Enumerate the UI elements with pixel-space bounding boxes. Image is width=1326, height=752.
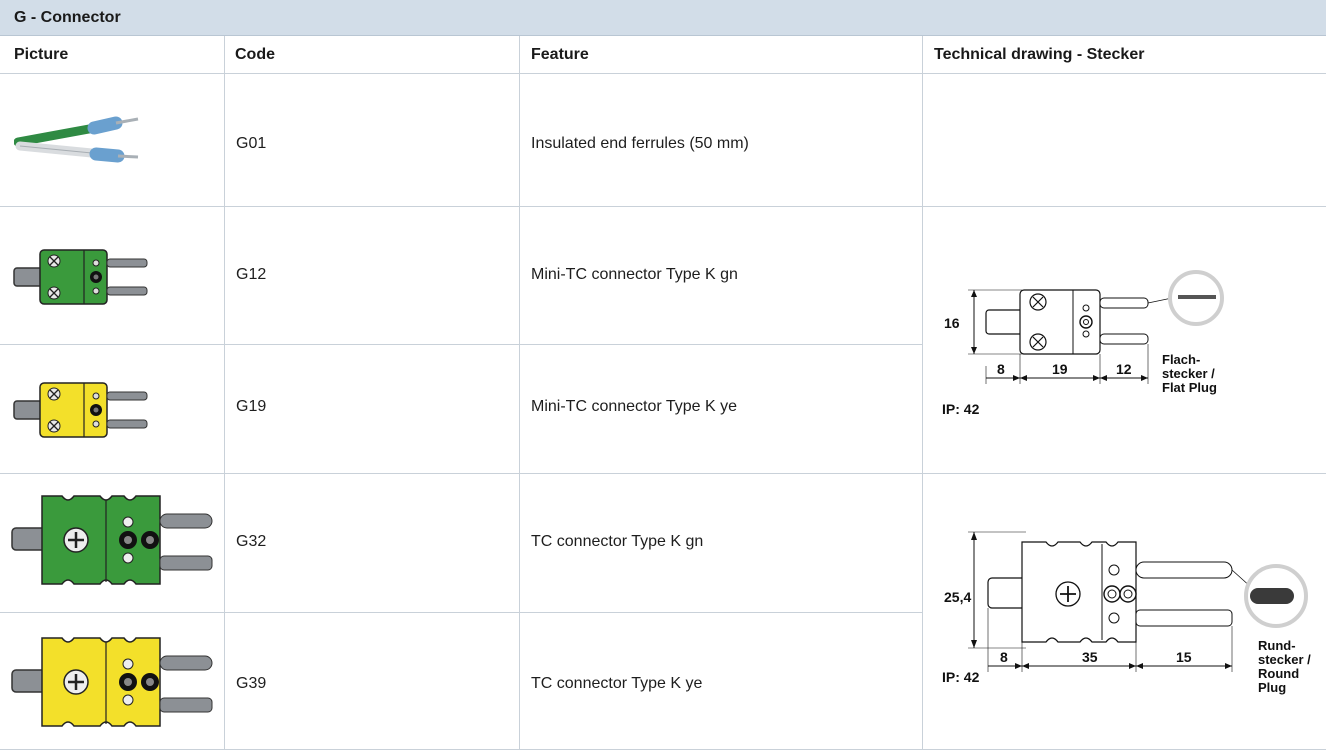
divider [0,473,1326,474]
table-title: G - Connector [0,0,1326,36]
feature-cell: TC connector Type K gn [531,533,704,550]
code-cell: G12 [236,266,267,283]
mini-height-label: 16 [944,315,960,331]
standard-connector-yellow-image [11,637,213,727]
divider [224,36,225,750]
divider [0,344,922,345]
mini-connector-green-image [13,249,148,305]
mini-plug-label-2: stecker / [1162,366,1215,381]
header-code: Code [235,46,275,63]
standard-height-label: 25,4 [944,589,971,605]
standard-connector-technical-drawing: 25,4 8 35 15 Rund- stecker / Round Plug … [942,531,1311,695]
mini-ip-rating: IP: 42 [942,401,980,417]
feature-cell: TC connector Type K ye [531,675,703,692]
mini-connector-yellow-image [13,382,148,438]
divider [0,749,1326,750]
header-drawing: Technical drawing - Stecker [934,46,1145,63]
mini-plug-label-1: Flach- [1162,352,1200,367]
standard-plug-label-2: stecker / [1258,652,1311,667]
feature-cell: Insulated end ferrules (50 mm) [531,135,749,152]
divider [0,612,922,613]
divider [0,206,1326,207]
divider [519,36,520,750]
standard-dim-left: 8 [1000,649,1008,665]
mini-dim-left: 8 [997,361,1005,377]
feature-cell: Mini-TC connector Type K ye [531,398,738,415]
standard-plug-label-4: Plug [1258,680,1286,695]
mini-dim-pin: 12 [1116,361,1132,377]
standard-dim-body: 35 [1082,649,1098,665]
table-header-row: Picture Code Feature Technical drawing -… [0,36,1326,74]
code-cell: G32 [236,533,267,550]
standard-plug-label-3: Round [1258,666,1299,681]
code-cell: G01 [236,135,267,152]
standard-connector-green-image [11,495,213,585]
mini-dim-body: 19 [1052,361,1068,377]
mini-plug-label-3: Flat Plug [1162,380,1217,395]
divider [922,36,923,750]
code-cell: G39 [236,675,267,692]
standard-ip-rating: IP: 42 [942,669,980,685]
feature-cell: Mini-TC connector Type K gn [531,266,738,283]
standard-dim-pin: 15 [1176,649,1192,665]
header-picture: Picture [14,46,69,63]
mini-connector-technical-drawing: 16 8 19 12 Flach- stecker / Flat Plug IP… [942,270,1224,417]
standard-plug-label-1: Rund- [1258,638,1296,653]
header-feature: Feature [531,46,589,63]
code-cell: G19 [236,398,267,415]
end-ferrules-image [14,116,139,163]
